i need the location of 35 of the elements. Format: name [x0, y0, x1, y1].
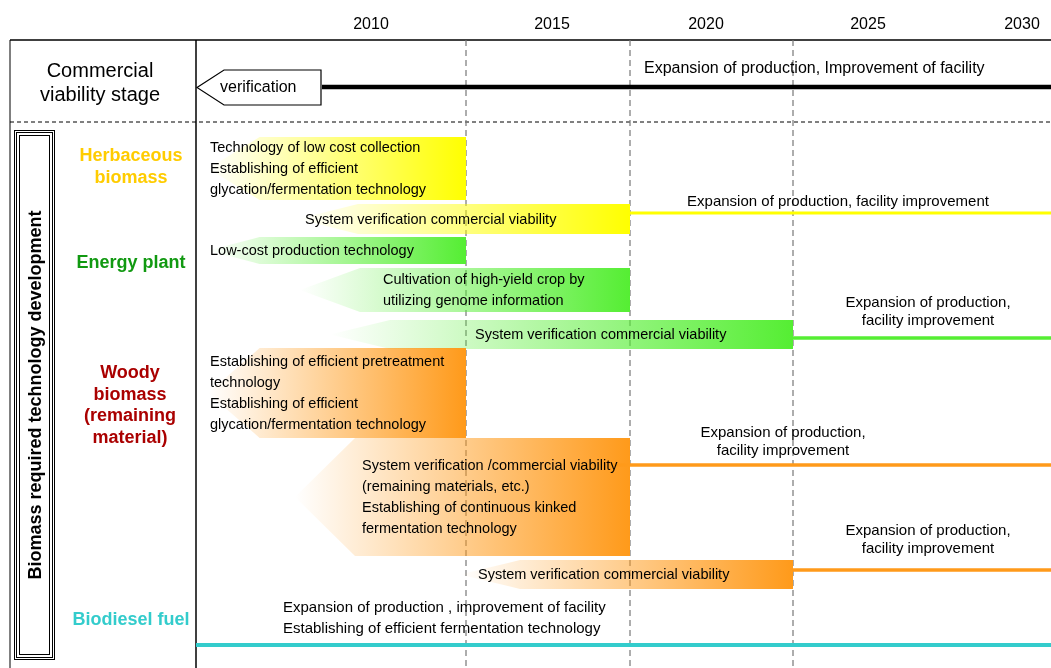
bar-text: Low-cost production technology: [210, 241, 415, 260]
arrow-text: verification: [220, 78, 297, 96]
row-heading: Herbaceous biomass: [78, 145, 184, 189]
row-heading: Biodiesel fuel: [71, 609, 191, 631]
bar-text: Establishing of efficient glycation/fermentation technology: [210, 394, 428, 434]
bar-text: Establishing of continuous kinked fermentation technology: [362, 498, 578, 538]
pentagon-arrow: [196, 69, 322, 106]
bar-text: System verification commercial viability: [305, 209, 558, 229]
year-label: 2015: [534, 14, 570, 34]
bar-text: Establishing of efficient glycation/fermentation technology: [210, 159, 428, 199]
phase-bar: [208, 137, 466, 200]
category-title: Biomass required technology development: [24, 210, 45, 580]
phase-note: Expansion of production, facility improvement: [699, 423, 867, 459]
phase-note: Expansion of production, facility improvement: [687, 192, 989, 210]
year-label: 2010: [353, 14, 389, 34]
bar-text: System verification commercial viability: [478, 565, 731, 584]
row-heading: Energy plant: [75, 252, 187, 274]
year-label: 2030: [1004, 14, 1040, 34]
bar-text: System verification /commercial viability (remaining materials, etc.): [362, 456, 619, 496]
phase-note: Expansion of production, facility improvement: [844, 521, 1012, 557]
phase-note: Expansion of production , improvement of facility: [283, 598, 606, 616]
phase-note: Expansion of production, facility improvement: [844, 293, 1012, 329]
category-box: [16, 132, 53, 658]
row-heading: Woody biomass (remaining material): [83, 362, 177, 449]
year-label: 2020: [688, 14, 724, 34]
stage-note: Expansion of production, Improvement of facility: [644, 58, 985, 78]
bar-text: Cultivation of high-yield crop by utilizing genome information: [383, 270, 586, 310]
bar-text: Establishing of efficient pretreatment technology: [210, 352, 446, 392]
phase-bar: [208, 348, 466, 438]
phase-note: Establishing of efficient fermentation technology: [283, 619, 601, 637]
bar-text: System verification commercial viability: [475, 325, 728, 344]
phase-bar: [208, 237, 466, 264]
year-label: 2025: [850, 14, 886, 34]
bar-text: Technology of low cost collection: [210, 138, 422, 157]
stage-heading: Commercial viability stage: [38, 58, 162, 106]
